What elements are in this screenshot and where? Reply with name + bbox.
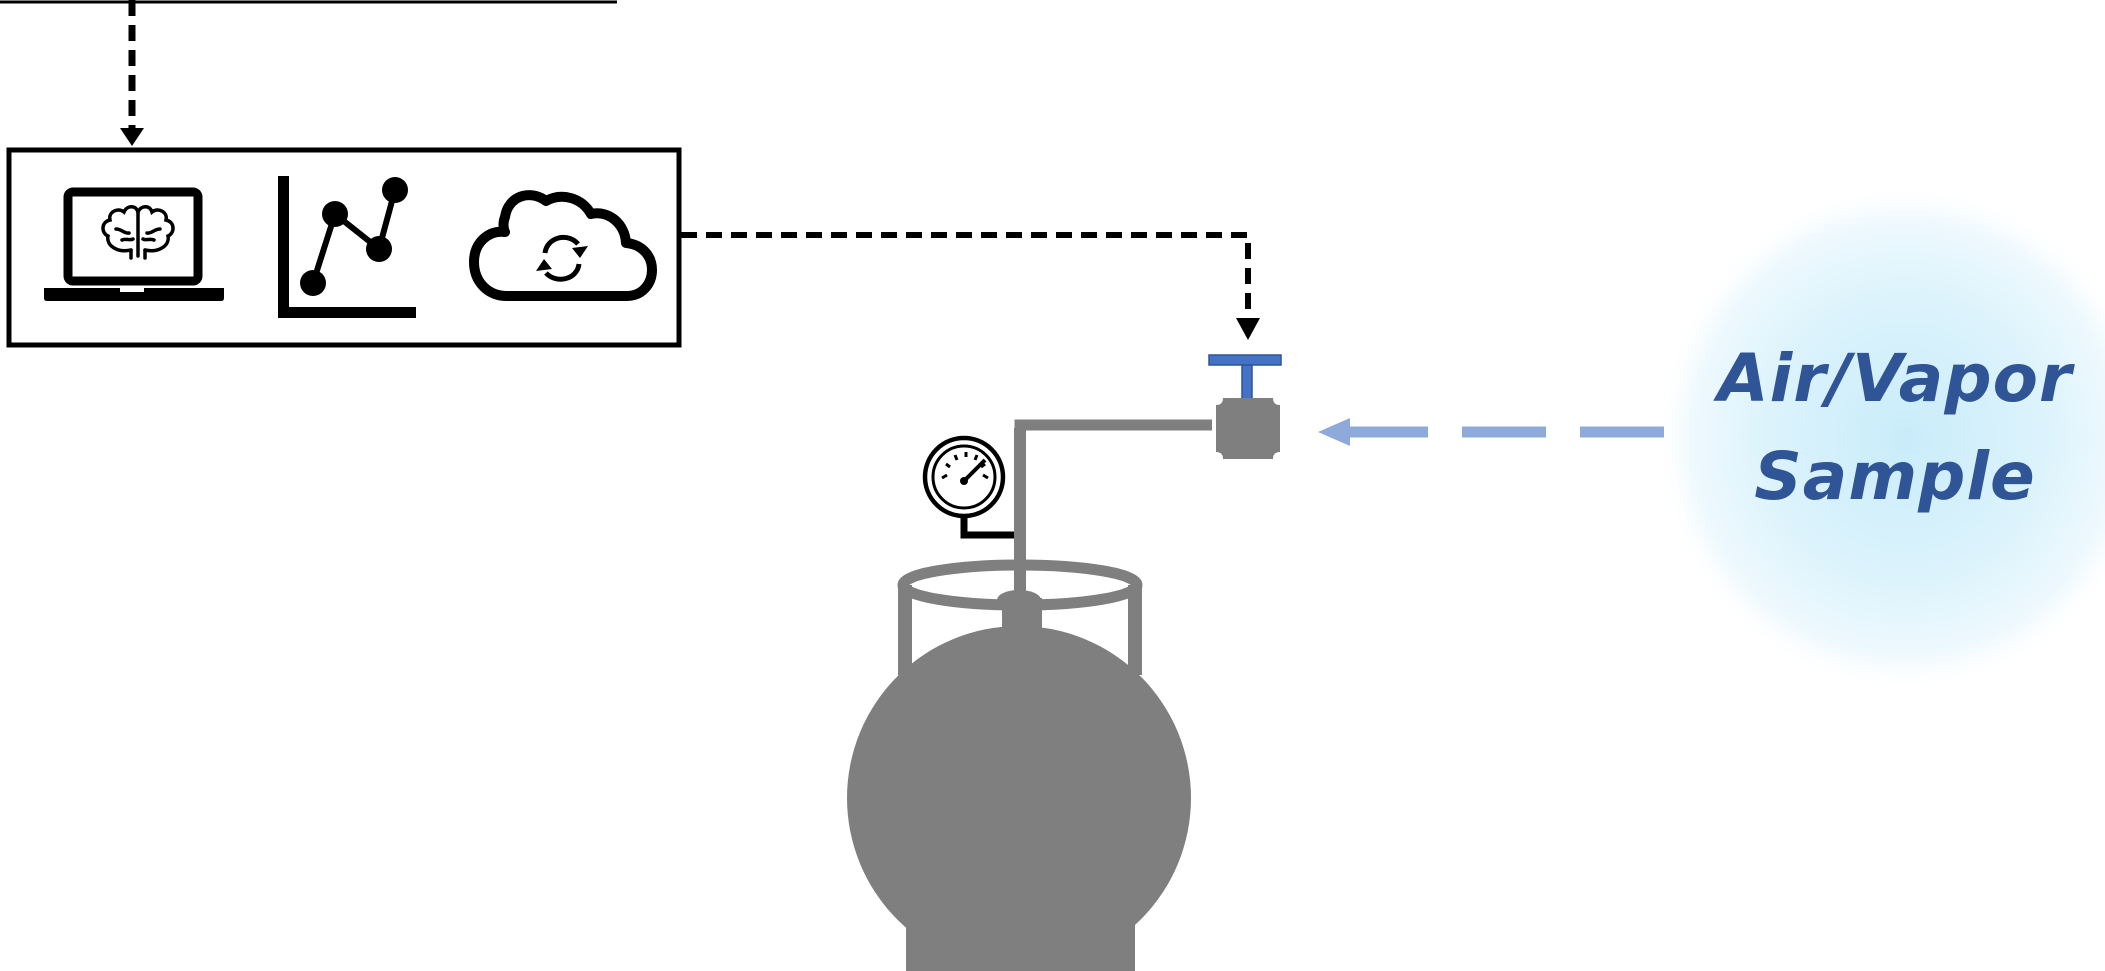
processing-box xyxy=(6,147,682,348)
sample-label: Air/Vapor Sample xyxy=(1690,330,2100,526)
pressure-gauge-icon xyxy=(922,435,1015,539)
gas-tank-icon xyxy=(847,428,1191,971)
valve-icon xyxy=(1216,398,1280,459)
sample-glow xyxy=(1655,183,2105,693)
cloud-sync-icon xyxy=(469,190,657,301)
sample-label-line2: Sample xyxy=(1754,438,2036,515)
valve-arrowhead xyxy=(1236,318,1260,340)
control-dashed-line xyxy=(681,232,1251,318)
sample-inlet-arrowhead xyxy=(1318,418,1350,446)
sample-label-line1: Air/Vapor xyxy=(1717,340,2073,417)
valve-handle xyxy=(1208,354,1282,403)
brain-icon xyxy=(101,205,175,260)
input-arrowhead xyxy=(120,128,144,146)
line-chart-icon xyxy=(278,176,416,318)
laptop-brain-icon xyxy=(44,187,224,301)
